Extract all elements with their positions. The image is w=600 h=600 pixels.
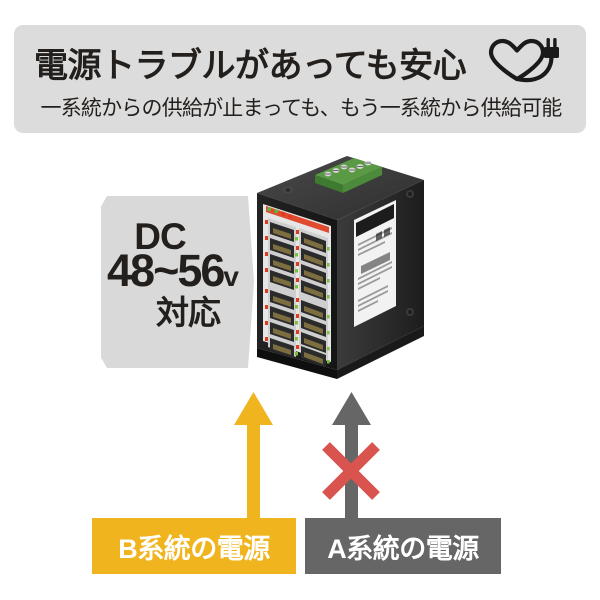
dc-label: DC bbox=[134, 216, 186, 257]
chassis-screws bbox=[406, 190, 414, 316]
port-panel bbox=[263, 204, 331, 367]
power-source-a-label: A系統の電源 bbox=[327, 533, 479, 564]
dc-voltage-callout bbox=[101, 196, 254, 368]
heart-plug-cable-icon bbox=[484, 37, 568, 83]
industrial-poe-switch bbox=[230, 148, 430, 393]
power-source-b-label: B系統の電源 bbox=[118, 533, 270, 564]
dc-unit: v bbox=[223, 261, 239, 292]
dc-voltage-callout-text: DC 48~56v 対応 bbox=[101, 196, 241, 368]
header-banner: 電源トラブルがあっても安心 一系統からの供給が止まっても、もう一系統から供給可能 bbox=[14, 25, 586, 133]
rj45-port-column-right bbox=[301, 232, 326, 367]
status-led-cluster bbox=[267, 207, 293, 219]
port-led-indicators bbox=[265, 220, 330, 364]
dc-range: 48~56 bbox=[107, 245, 225, 296]
dc-range-line: 48~56v bbox=[98, 248, 246, 293]
blocked-x-marker bbox=[320, 440, 382, 502]
ground-screw-top bbox=[283, 186, 293, 194]
rj45-port-column-left bbox=[270, 222, 294, 358]
power-source-b: B系統の電源 bbox=[92, 518, 296, 574]
dc-support-label: 対応 bbox=[156, 294, 221, 331]
power-flow-arrow-a bbox=[332, 392, 371, 520]
product-label bbox=[354, 200, 396, 327]
power-terminal-block bbox=[315, 158, 382, 193]
power-flow-arrow-b bbox=[234, 392, 273, 520]
header-subtitle: 一系統からの供給が止まっても、もう一系統から供給可能 bbox=[40, 97, 563, 120]
header-title: 電源トラブルがあっても安心 bbox=[34, 46, 467, 85]
power-source-a: A系統の電源 bbox=[305, 518, 501, 574]
